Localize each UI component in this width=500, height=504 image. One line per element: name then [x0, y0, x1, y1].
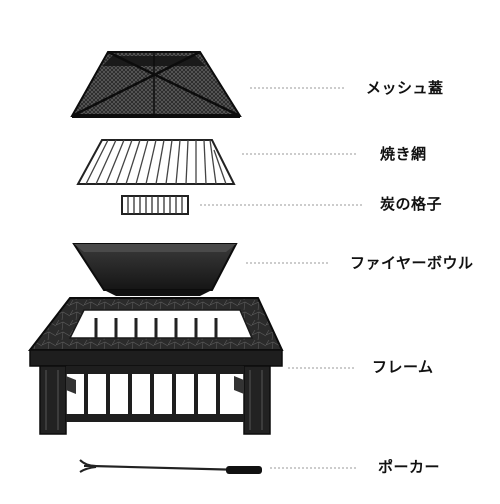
label-mesh-lid: メッシュ蓋 [366, 79, 444, 97]
label-fire-bowl: ファイヤーボウル [350, 254, 474, 272]
charcoal-grate-illustration [121, 195, 189, 215]
label-charcoal-grate: 炭の格子 [380, 195, 443, 213]
label-poker: ポーカー [378, 458, 441, 476]
poker-illustration [79, 459, 262, 474]
label-frame: フレーム [372, 358, 434, 376]
fire-bowl-illustration [72, 243, 238, 296]
label-grill-grate: 焼き網 [380, 145, 427, 163]
grill-grate-illustration [76, 139, 236, 185]
mesh-lid-illustration [70, 50, 242, 118]
frame-illustration [27, 297, 284, 435]
leader-lines [200, 87, 364, 469]
